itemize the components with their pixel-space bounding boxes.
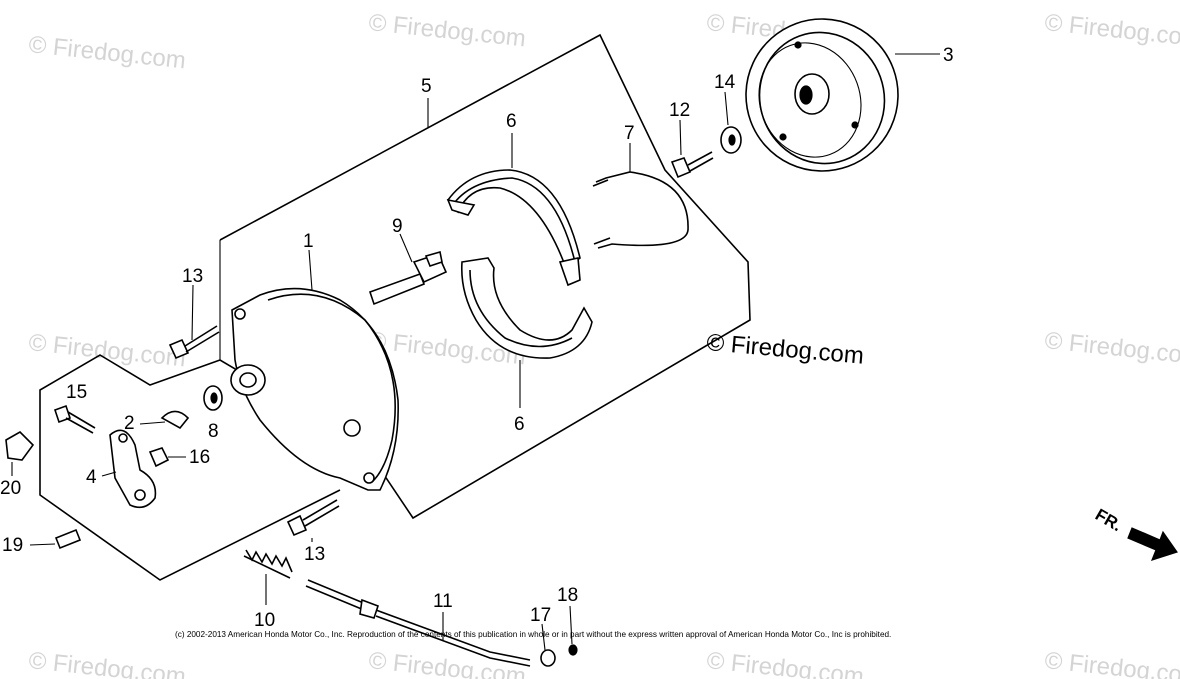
brake-shoe-lower-part-6	[460, 257, 593, 408]
spring-part-10	[243, 549, 293, 605]
copyright-notice: (c) 2002-2013 American Honda Motor Co., …	[175, 630, 891, 639]
callout-4: 4	[86, 467, 97, 488]
watermark: © Firedog.com	[27, 329, 187, 372]
callout-19: 19	[2, 535, 23, 556]
callout-labels: 1 2 3 4 5 6 6 7 8 9 10 11 12 13 13 14 15…	[0, 45, 954, 631]
washer-part-8	[203, 385, 223, 411]
callout-12: 12	[669, 100, 690, 121]
bolt-part-13-upper	[168, 284, 220, 360]
nut-part-16	[148, 447, 186, 468]
front-direction-indicator: FR.	[1092, 505, 1178, 561]
nut-part-18	[568, 605, 578, 656]
callout-16: 16	[189, 447, 210, 468]
front-direction-arrow-icon	[1127, 527, 1178, 561]
cap-nut-part-20	[5, 431, 35, 476]
watermark: © Firedog.com	[27, 647, 187, 679]
watermark: © Firedog.com	[27, 31, 187, 74]
callout-13a: 13	[182, 266, 203, 287]
brake-rod-part-11	[305, 579, 531, 667]
callout-18: 18	[557, 585, 578, 606]
callout-2: 2	[124, 413, 135, 434]
pin-part-19	[29, 528, 82, 550]
callout-9: 9	[392, 216, 403, 237]
callout-1: 1	[303, 231, 314, 252]
callout-5: 5	[421, 76, 432, 97]
brake-shoe-upper-part-6	[446, 133, 581, 287]
callout-20: 20	[0, 478, 21, 499]
callout-7: 7	[624, 123, 635, 144]
brake-drum-part-3	[745, 18, 940, 172]
callout-11: 11	[433, 591, 453, 612]
bolt-part-13-lower	[286, 499, 340, 542]
watermark: © Firedog.com	[367, 647, 527, 679]
callout-6b: 6	[514, 414, 525, 435]
callout-15: 15	[66, 382, 87, 403]
bolt-part-15	[53, 404, 96, 434]
callout-6a: 6	[506, 111, 517, 132]
indicator-plate-part-2	[139, 410, 190, 430]
bolt-part-12	[670, 119, 714, 179]
brake-panel-part-1	[230, 249, 399, 491]
washer-part-14	[720, 91, 742, 154]
callout-13b: 13	[304, 544, 325, 565]
watermark: © Firedog.com	[1043, 9, 1180, 52]
spring-part-7	[592, 143, 689, 249]
watermark: © Firedog.com	[1043, 647, 1180, 679]
callout-14: 14	[714, 72, 736, 93]
callout-3: 3	[943, 45, 954, 66]
joint-part-17	[540, 623, 556, 667]
watermark: © Firedog.com	[367, 9, 527, 52]
front-direction-label: FR.	[1092, 505, 1125, 535]
callout-10: 10	[254, 610, 275, 631]
callout-8: 8	[208, 421, 219, 442]
watermark: © Firedog.com	[705, 647, 865, 679]
brake-arm-part-4	[101, 429, 157, 509]
main-watermark: © Firedog.com	[705, 329, 864, 370]
watermark: © Firedog.com	[1043, 327, 1180, 370]
cam-shaft-part-9	[368, 233, 448, 306]
callout-17: 17	[530, 605, 551, 626]
